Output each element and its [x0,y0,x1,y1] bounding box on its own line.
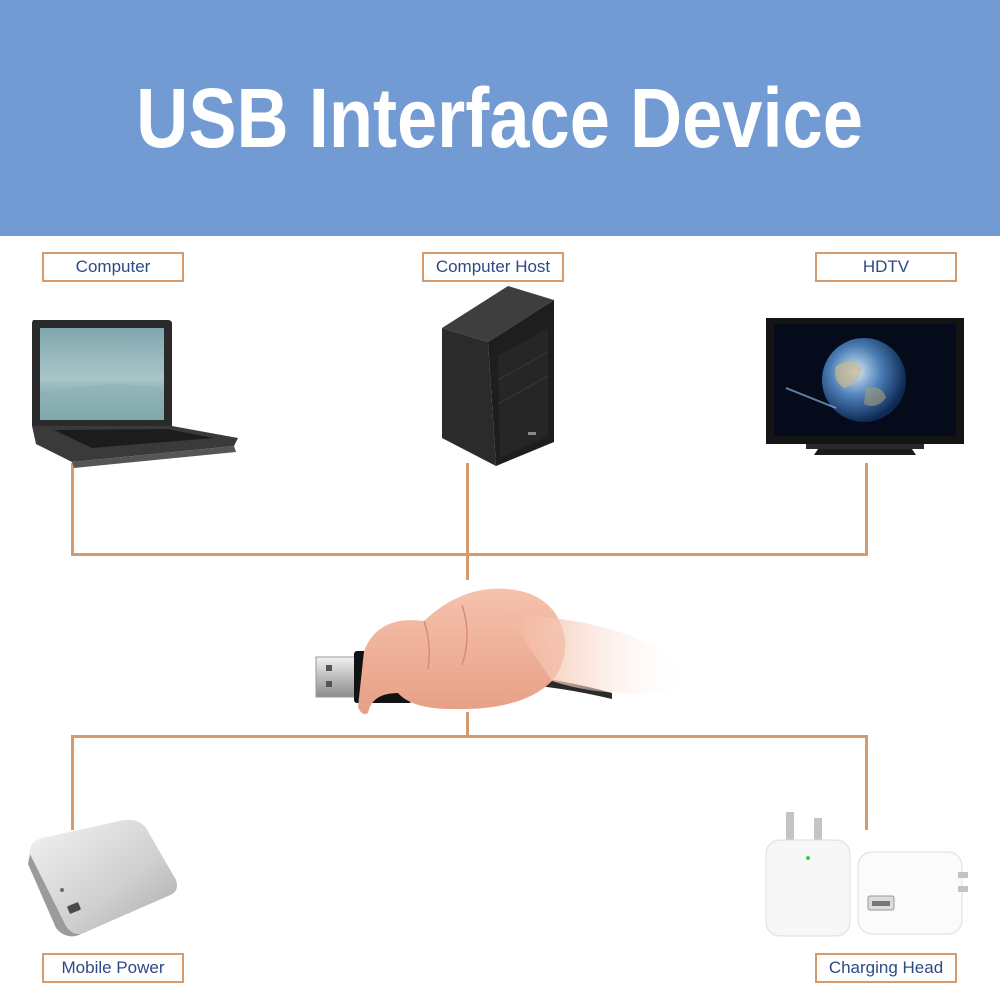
connector-line-power [71,735,74,830]
power-bank-icon [24,820,180,938]
usb-hand-icon [312,585,692,725]
charger-icon [762,806,974,946]
connector-line-bottom-bus [71,735,868,738]
label-hdtv: HDTV [815,252,957,282]
connector-line-charger [865,735,868,830]
connector-line-computer [71,463,74,555]
page-title: USB Interface Device [136,70,864,165]
label-mobile-power: Mobile Power [42,953,184,983]
label-computer: Computer [42,252,184,282]
tv-icon [766,318,966,458]
connector-line-hdtv [865,463,868,555]
connector-line-usb-down [466,712,469,737]
connector-line-top-bus [71,553,868,556]
laptop-icon [28,316,240,468]
desktop-tower-icon [436,286,556,468]
label-charging-head: Charging Head [815,953,957,983]
label-computer-host: Computer Host [422,252,564,282]
title-banner: USB Interface Device [0,0,1000,236]
connector-line-host [466,463,469,580]
